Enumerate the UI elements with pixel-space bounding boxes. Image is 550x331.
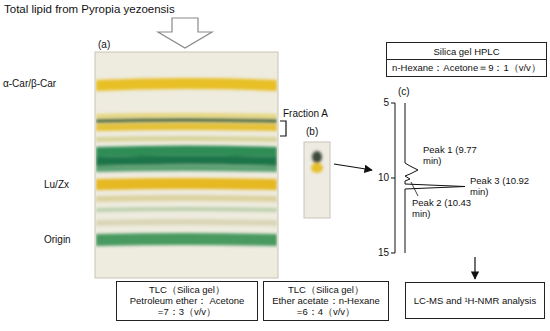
axis-tick-mark [391, 178, 395, 179]
axis-tick: 15 [378, 247, 389, 259]
box-text: Ether acetate：n-Hexane =6：4（v/v） [268, 295, 384, 317]
fraction-label: Fraction A [283, 108, 328, 120]
band-label: Lu/Zx [44, 179, 69, 191]
title: Total lipid from Pyropia yezoensis [4, 3, 175, 16]
panel-letter: (a) [98, 39, 110, 51]
tlc-spots [311, 151, 323, 173]
condition-box: Silica gel HPLC n-Hexane：Acetone＝9：1（v/v） [386, 42, 547, 77]
analysis-box: LC-MS and ¹H-NMR analysis [405, 282, 545, 319]
band-label: Origin [44, 234, 71, 246]
flow-arrow [334, 164, 372, 170]
panel-letter: (c) [398, 86, 410, 98]
panel-letter: (b) [306, 126, 318, 138]
condition-box: TLC（Silica gel）Petroleum ether： Acetone … [116, 281, 258, 321]
fraction-bracket [280, 121, 286, 136]
box-heading: LC-MS and ¹H-NMR analysis [411, 295, 539, 306]
tlc-plate [304, 142, 330, 218]
peak-label: Peak 3 (10.92 min) [470, 176, 536, 198]
chromatogram-trace [405, 103, 465, 253]
box-heading: Silica gel HPLC [387, 46, 546, 60]
box-text: Petroleum ether： Acetone =7：3（v/v） [121, 295, 253, 317]
band-label: α-Car/β-Car [3, 78, 56, 90]
axis-tick: 10 [378, 172, 389, 184]
box-heading: TLC（Silica gel） [121, 284, 253, 295]
box-text: n-Hexane：Acetone＝9：1（v/v） [391, 62, 542, 73]
flow-arrow [158, 18, 212, 48]
axis-tick: 5 [383, 97, 389, 109]
flow-arrow [474, 257, 475, 279]
condition-box: TLC（Silica gel）Ether acetate：n-Hexane =6… [263, 281, 389, 321]
peak-label: Peak 1 (9.77 min) [423, 145, 479, 167]
axis-tick-mark [391, 103, 395, 104]
tlc-bands [96, 78, 277, 246]
peak-label: Peak 2 (10.43 min) [412, 198, 474, 220]
box-heading: TLC（Silica gel） [268, 284, 384, 295]
axis-tick-mark [391, 253, 395, 254]
tlc-plate [95, 52, 278, 278]
leader-line [411, 182, 418, 196]
